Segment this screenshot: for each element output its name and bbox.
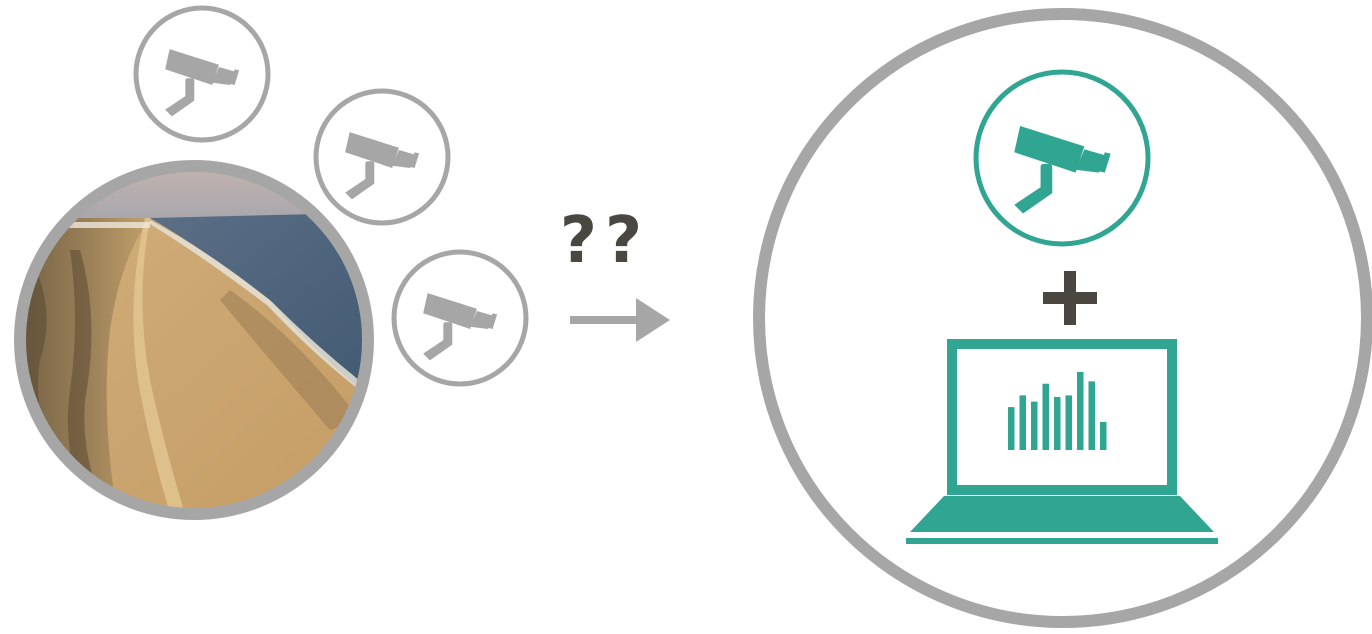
chart-bar [1031, 402, 1038, 450]
left-camera-3 [394, 252, 526, 384]
chart-bar [1043, 384, 1050, 450]
right-camera [976, 72, 1148, 244]
chart-bar [1054, 397, 1061, 450]
chart-bar [1020, 395, 1027, 450]
left-camera-2 [316, 91, 448, 223]
question-marks: ?? [560, 204, 650, 278]
left-camera-1 [136, 8, 268, 140]
chart-bar [1077, 372, 1084, 450]
arrow-right-icon [570, 298, 670, 342]
chart-bar [1066, 395, 1073, 450]
chart-bar [1008, 407, 1015, 450]
laptop-chart-icon [906, 344, 1218, 544]
chart-bar [1089, 381, 1096, 450]
chart-bar [1100, 422, 1107, 450]
